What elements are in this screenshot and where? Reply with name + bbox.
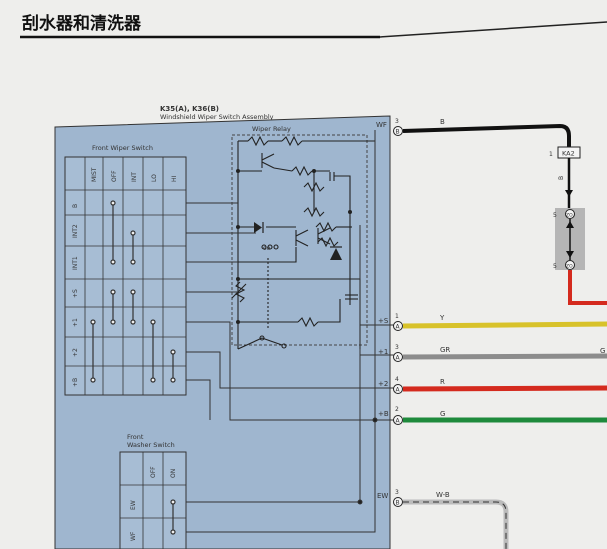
pin-plus-2-label: +2 <box>378 380 388 388</box>
assembly-name: Windshield Wiper Switch Assembly <box>160 113 274 121</box>
washer-terminal-wf: WF <box>130 531 137 541</box>
junction-mid-number: 5 <box>553 212 557 219</box>
title-underline-curve <box>379 21 607 38</box>
position-mist: MIST <box>91 167 98 182</box>
washer-terminal-ew: EW <box>130 500 137 510</box>
wire-r-label: R <box>440 378 445 386</box>
front-wiper-switch-grid <box>64 156 187 396</box>
wire-y-label: Y <box>439 314 445 322</box>
wire-y <box>402 321 607 329</box>
wire-g-label: G <box>440 410 445 418</box>
front-wiper-switch-label: Front Wiper Switch <box>92 144 153 152</box>
pin-plus-1: +1 3 A GR <box>378 344 607 362</box>
diode-symbol <box>254 222 262 233</box>
wiper-relay: Wiper Relay <box>231 125 375 350</box>
junction-mid-ref: ZO <box>566 213 573 219</box>
washer-position-off: OFF <box>150 466 157 478</box>
pin-plus-b-connector: A <box>396 418 401 425</box>
pin-plus-s-connector: A <box>396 324 401 331</box>
position-off: OFF <box>111 170 118 182</box>
pin-plus-2: +2 4 A R <box>378 376 607 394</box>
pin-ew-number: 3 <box>395 489 399 496</box>
pin-plus-2-number: 4 <box>395 376 399 383</box>
position-hi: HI <box>171 175 178 182</box>
terminal-plus-1: +1 <box>72 318 79 327</box>
pin-plus-1-label: +1 <box>378 348 388 356</box>
relay-coil-mark: oo <box>263 245 271 252</box>
pin-wf-number: 3 <box>395 118 399 125</box>
wiper-relay-label: Wiper Relay <box>252 125 291 133</box>
pin-plus-s-number: 1 <box>395 313 399 320</box>
terminal-plus-b: +B <box>72 378 79 387</box>
front-washer-switch: Front Washer Switch OFF ON EW WF <box>119 433 187 549</box>
junction-ka2: 1 KA2 B 5 ZO 5 ZO <box>549 146 607 305</box>
wire-gr-label: GR <box>440 346 450 354</box>
page-title: 刮水器和清洗器 <box>22 13 142 34</box>
wire-red-to-edge <box>568 270 607 305</box>
pin-ew: EW 3 B W-B <box>377 489 509 549</box>
pin-plus-b-number: 2 <box>395 406 399 413</box>
pin-ew-label: EW <box>377 492 388 500</box>
pin-plus-b: +B 2 A G <box>378 406 607 425</box>
junction-bot-ref: ZO <box>566 264 573 270</box>
terminal-int1: INT1 <box>72 256 79 270</box>
front-wiper-switch: Front Wiper Switch MIST OFF INT LO HI B … <box>64 144 187 396</box>
junction-bot-number: 5 <box>553 263 557 270</box>
wire-b-label: B <box>440 118 445 126</box>
pin-plus-1-connector: A <box>396 355 401 362</box>
terminal-plus-s: +S <box>72 289 79 298</box>
pin-wf-connector: B <box>396 129 400 136</box>
position-int: INT <box>131 172 138 182</box>
pin-plus-2-connector: A <box>396 387 401 394</box>
pin-plus-s: +S 1 A Y <box>378 313 607 331</box>
wire-w-b-label: W-B <box>436 491 450 499</box>
internal-leads <box>186 130 398 533</box>
pin-wf-label: WF <box>376 121 387 129</box>
pin-wf: WF 3 B B <box>376 118 571 150</box>
terminal-int2: INT2 <box>72 224 79 238</box>
terminal-plus-2: +2 <box>72 348 79 357</box>
position-lo: LO <box>151 174 158 182</box>
wire-r <box>402 385 607 392</box>
wire-b <box>402 123 571 150</box>
junction-top-label: KA2 <box>562 150 575 158</box>
washer-position-on: ON <box>170 469 177 478</box>
assembly-code: K35(A), K36(B) <box>160 105 219 113</box>
wiper-relay-outline <box>231 134 368 346</box>
edge-label: G <box>600 347 605 355</box>
pin-plus-1-number: 3 <box>395 344 399 351</box>
junction-top-number: 1 <box>549 151 553 158</box>
terminal-b: B <box>72 204 79 208</box>
zener-diode-symbol <box>330 248 342 260</box>
junction-wire-label: B <box>558 176 565 180</box>
wire-gr <box>402 353 607 360</box>
washer-switch-label-line1: Front <box>127 433 144 441</box>
pin-ew-connector: B <box>396 500 400 507</box>
pin-plus-b-label: +B <box>378 410 389 418</box>
washer-switch-label-line2: Washer Switch <box>127 441 175 449</box>
pin-plus-s-label: +S <box>378 317 389 325</box>
